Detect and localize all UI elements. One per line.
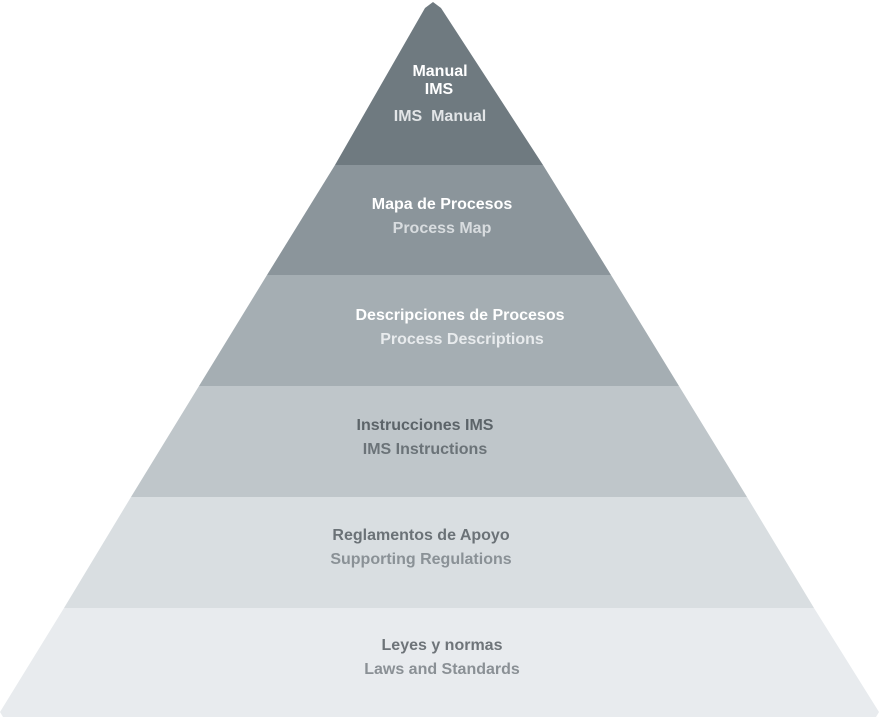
level-1-manual (335, 2, 543, 165)
level-1-title-line-1: Manual (412, 63, 467, 80)
level-4-subtitle: IMS Instructions (363, 441, 488, 458)
level-5-subtitle: Supporting Regulations (330, 551, 511, 568)
level-3-title: Descripciones de Procesos (356, 307, 565, 324)
level-4-instructions (131, 386, 747, 497)
level-5-supporting-regulations (64, 497, 814, 608)
level-2-process-map (267, 165, 611, 275)
level-1-title-line-2: IMS (425, 81, 454, 98)
level-6-subtitle: Laws and Standards (364, 661, 520, 678)
level-3-process-descriptions (199, 275, 679, 386)
level-6-laws-standards (0, 608, 879, 717)
level-5-title: Reglamentos de Apoyo (332, 527, 509, 544)
level-4-title: Instrucciones IMS (357, 417, 494, 434)
level-2-subtitle: Process Map (393, 220, 492, 237)
level-6-title: Leyes y normas (382, 637, 503, 654)
level-1-subtitle: IMS Manual (394, 108, 486, 125)
level-3-subtitle: Process Descriptions (380, 331, 544, 348)
level-2-title: Mapa de Procesos (372, 196, 513, 213)
